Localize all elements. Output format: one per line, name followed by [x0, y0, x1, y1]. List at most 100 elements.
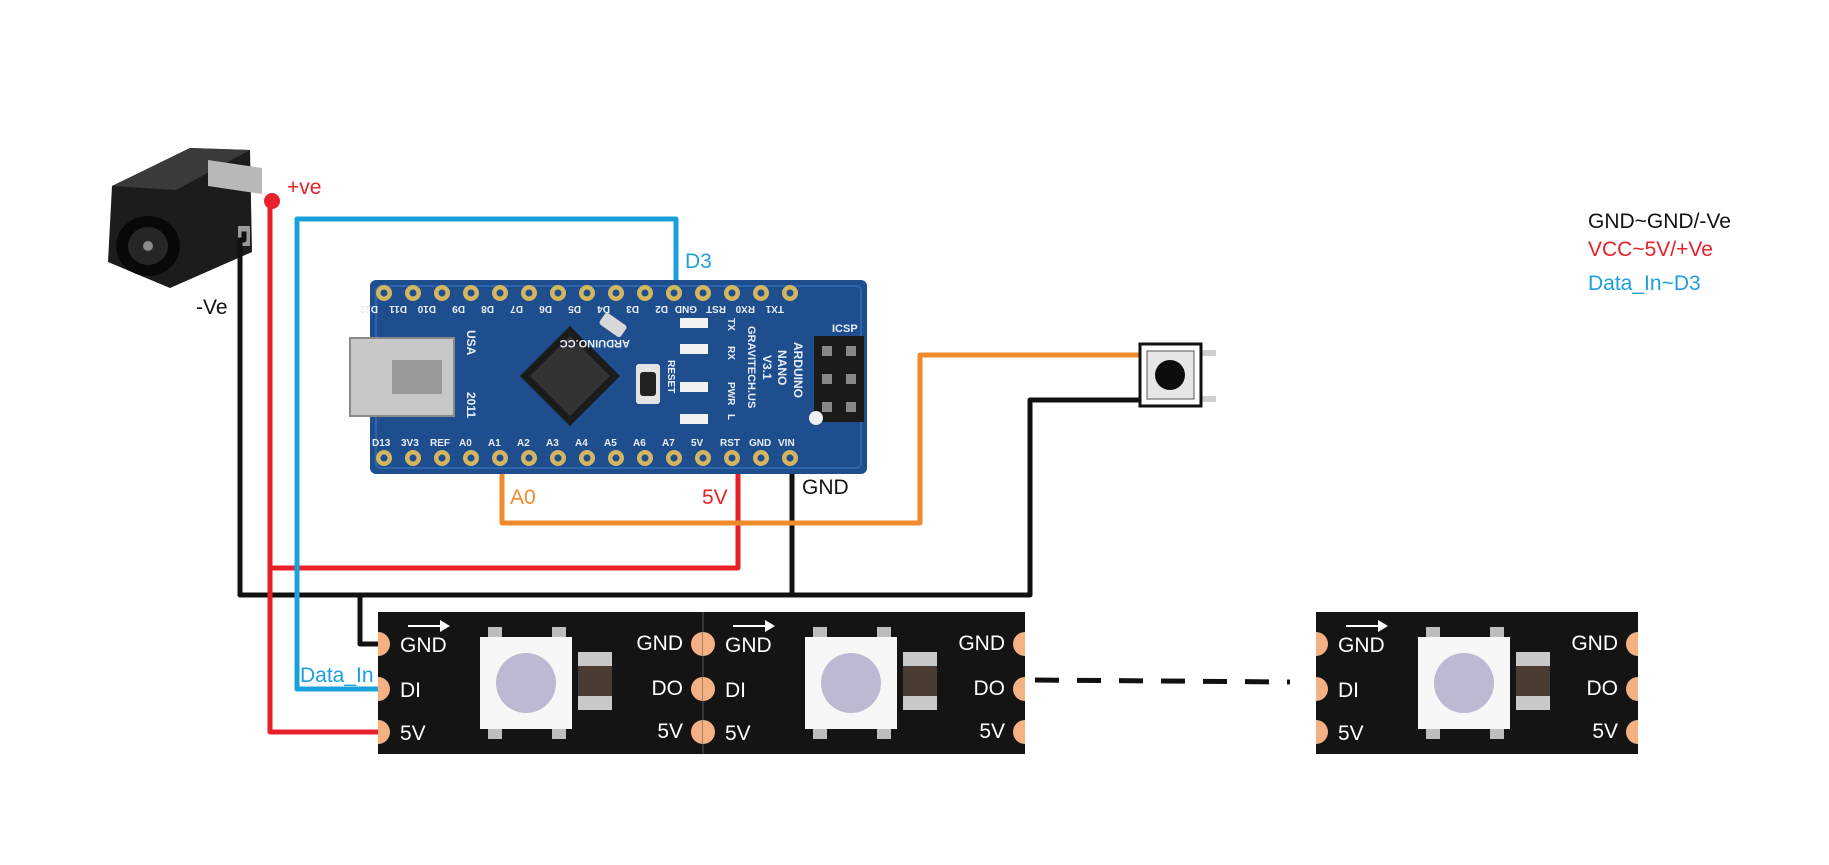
pin-label: D9 [452, 303, 465, 314]
pin-label: D3 [626, 303, 639, 314]
pad-label: 5V [657, 720, 683, 743]
vcc-wire-board [267, 439, 741, 571]
solder-pad [691, 632, 703, 656]
solder-pad [703, 720, 715, 744]
solder-pad [378, 677, 390, 701]
pin-label: D6 [539, 303, 552, 314]
push-button-cap [1155, 360, 1185, 390]
pin-label: A2 [517, 438, 530, 449]
silk-version: V3.1 [760, 355, 774, 380]
icsp-header [814, 336, 864, 422]
label-gnd: GND [802, 476, 849, 499]
led-strip: GNDDI5VGNDDO5VGNDDI5VGNDDO5VGNDDI5VGNDDO… [378, 612, 1638, 754]
silk-rx: RX [725, 346, 736, 360]
data-wire [294, 216, 679, 692]
solder-pad [691, 677, 703, 701]
solder-pad [703, 677, 715, 701]
pin-label: D13 [372, 438, 391, 449]
pin-label: RST [706, 303, 726, 314]
capacitor [903, 652, 937, 666]
pad-label: 5V [1592, 720, 1618, 743]
pin-label: GND [749, 438, 771, 449]
pad-label: 5V [400, 722, 426, 745]
pin-label: 3V3 [401, 438, 419, 449]
pad-label: GND [636, 632, 683, 655]
capacitor [1516, 652, 1550, 666]
silk-pwr: PWR [725, 382, 736, 406]
strip-continuation-dashes [1034, 677, 1291, 685]
pin-label: D12 [359, 303, 378, 314]
pin-label: D10 [417, 303, 436, 314]
label-neg: -Ve [196, 296, 228, 319]
silk-tx: TX [725, 318, 736, 331]
silk-usa: USA [464, 330, 478, 356]
solder-pad [378, 632, 390, 656]
silk-reset: RESET [665, 360, 676, 393]
pin-label: D8 [481, 303, 494, 314]
vcc-junction-dot [264, 193, 280, 209]
solder-pad [703, 632, 715, 656]
pin-label: A3 [546, 438, 559, 449]
dc-power-jack [108, 148, 262, 288]
pin-label: D4 [597, 303, 610, 314]
pin-label: D7 [510, 303, 523, 314]
solder-pad [1626, 632, 1638, 656]
gnd-wire-strip-tap [357, 592, 389, 647]
pad-label: 5V [1338, 722, 1364, 745]
pad-label: DI [400, 679, 421, 702]
solder-pad [1626, 720, 1638, 744]
solder-pad [1013, 632, 1025, 656]
label-data-in: Data_In [300, 664, 374, 687]
legend-data: Data_In~D3 [1588, 272, 1701, 295]
silk-icsp: ICSP [832, 323, 858, 335]
pin-label: A6 [633, 438, 646, 449]
strip-segment: GND DI 5V GND DO 5V [378, 612, 703, 754]
pin-label: D2 [655, 303, 668, 314]
solder-pad [1013, 677, 1025, 701]
pin-label: D11 [389, 303, 407, 314]
silk-gravitech: GRAVITECH.US [745, 326, 757, 408]
pin-label: RST [720, 438, 740, 449]
legend-gnd: GND~GND/-Ve [1588, 210, 1731, 233]
atmega-chip [520, 326, 620, 426]
wires [237, 197, 1143, 735]
pad-label: GND [725, 634, 772, 657]
label-5v: 5V [702, 486, 728, 509]
legend-vcc: VCC~5V/+Ve [1588, 238, 1713, 261]
pin-label: TX1 [765, 303, 784, 314]
silk-arduino-cc: ARDUINO.CC [560, 337, 630, 349]
silk-nano: NANO [775, 350, 789, 385]
pad-label: GND [958, 632, 1005, 655]
label-pos: +ve [287, 176, 321, 199]
pad-label: GND [400, 634, 447, 657]
solder-pad [1626, 677, 1638, 701]
pad-label: GND [1338, 634, 1385, 657]
pin-label: A5 [604, 438, 617, 449]
gnd-wire [237, 231, 1143, 598]
pad-label: 5V [725, 722, 751, 745]
pad-label: DO [974, 677, 1006, 700]
pin-label: VIN [778, 438, 795, 449]
pin-label: GND [675, 303, 697, 314]
solder-pad [1316, 632, 1328, 656]
strip-segment: GND DI 5V GND DO 5V [702, 612, 1025, 754]
push-button [1138, 342, 1216, 408]
label-d3: D3 [685, 250, 712, 273]
pin-label: RX0 [735, 303, 755, 314]
button-wire [499, 352, 1143, 526]
capacitor [578, 652, 612, 666]
pin-label: A7 [662, 438, 675, 449]
pad-label: DI [725, 679, 746, 702]
pad-label: 5V [979, 720, 1005, 743]
pad-label: DO [652, 677, 684, 700]
pad-label: GND [1571, 632, 1618, 655]
pin-label: 5V [691, 438, 704, 449]
arduino-nano-board: ARDUINO NANO V3.1 GRAVITECH.US ARDUINO.C… [349, 280, 867, 474]
solder-pad [1013, 720, 1025, 744]
pad-label: DO [1587, 677, 1619, 700]
silk-arduino: ARDUINO [791, 342, 805, 398]
silk-2011: 2011 [464, 392, 478, 418]
pin-label: A0 [459, 438, 472, 449]
